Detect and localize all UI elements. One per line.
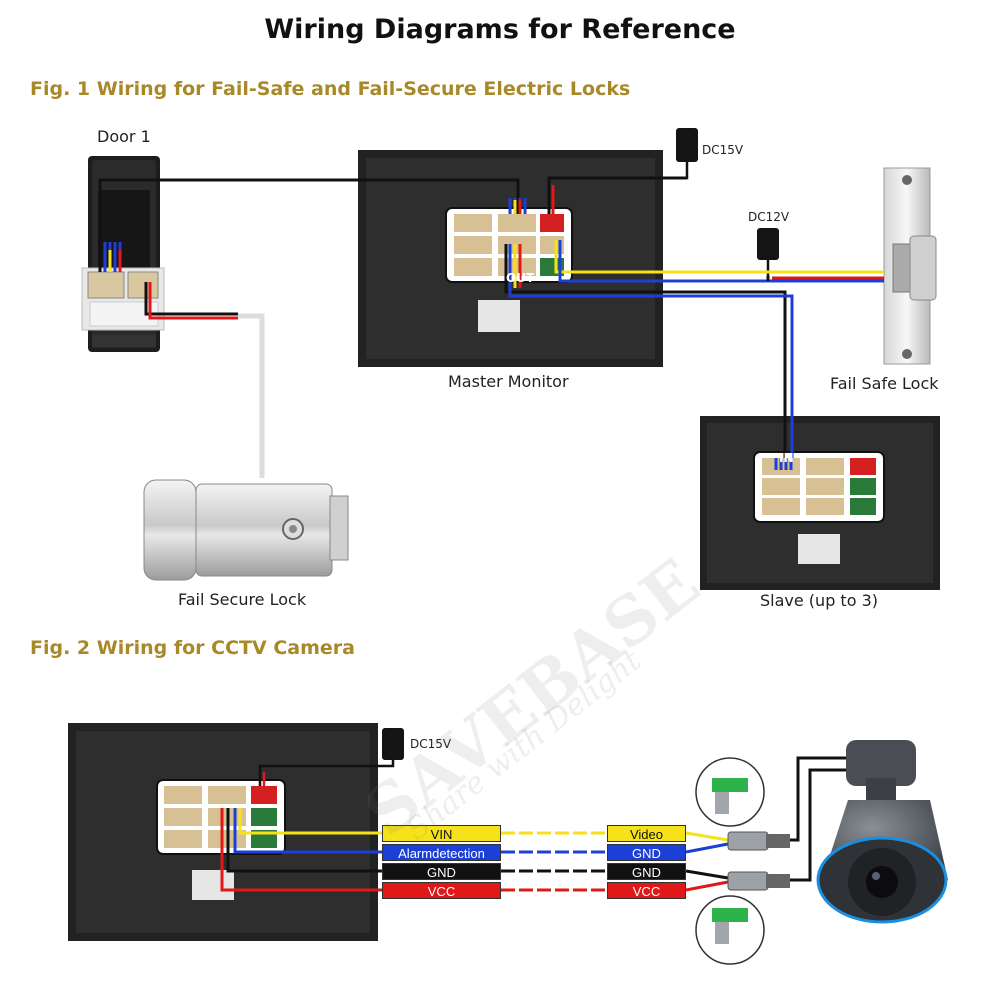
door-station (81, 156, 165, 352)
tag-gnd-left: GND (382, 863, 501, 880)
tag-gnd-right-2: GND (607, 863, 686, 880)
fig1-wires (98, 176, 884, 478)
tag-alarmdetection: Alarmdetection (382, 844, 501, 861)
psu-master (660, 128, 698, 180)
cctv-camera (816, 740, 948, 924)
tag-gnd-right-1: GND (607, 844, 686, 861)
fig2-wires (220, 756, 846, 892)
slave-monitor-label: Slave (up to 3) (760, 591, 878, 610)
in-port-label: IN (779, 451, 794, 465)
page-title: Wiring Diagrams for Reference (264, 14, 736, 45)
fig2-psu-label: DC15V (410, 737, 452, 751)
tag-vin: VIN (382, 825, 501, 842)
fail-secure-lock (143, 479, 349, 581)
fail-safe-lock-label: Fail Safe Lock (830, 374, 939, 393)
tag-vcc-right: VCC (607, 882, 686, 899)
fig1-title: Fig. 1 Wiring for Fail-Safe and Fail-Sec… (30, 78, 631, 100)
psu-master-label: DC15V (702, 143, 744, 157)
psu-lock (757, 228, 779, 276)
out-port-label: OUT (506, 271, 535, 285)
bnc-connectors (695, 757, 790, 965)
fail-safe-lock (883, 167, 937, 365)
fig2-title: Fig. 2 Wiring for CCTV Camera (30, 637, 355, 659)
psu-lock-label: DC12V (748, 210, 790, 224)
slave-monitor (700, 416, 940, 590)
fail-secure-lock-label: Fail Secure Lock (178, 590, 307, 609)
door-label: Door 1 (97, 127, 151, 146)
tag-video: Video (607, 825, 686, 842)
fig2-psu (258, 728, 404, 786)
tag-vcc-left: VCC (382, 882, 501, 899)
master-monitor-label: Master Monitor (448, 372, 569, 391)
